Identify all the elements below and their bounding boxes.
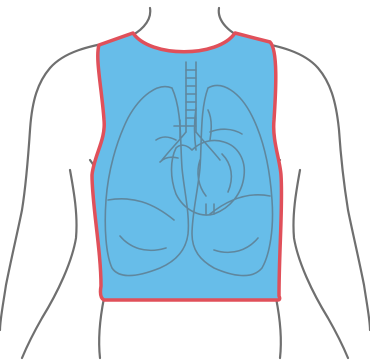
right-arm-inner-line [293,170,348,358]
left-arm-inner-line [22,170,77,358]
right-waist-line [276,298,281,358]
left-waist-line [99,298,104,358]
